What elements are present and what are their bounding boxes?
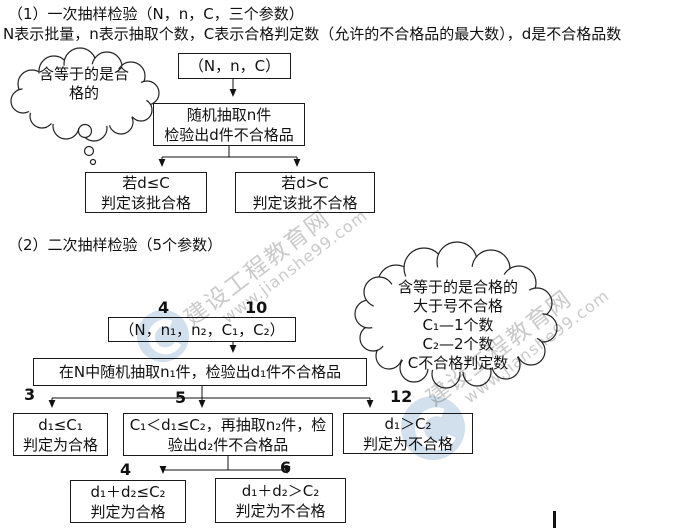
annotation-4a: 4 bbox=[158, 298, 170, 317]
thought-cloud-1 bbox=[10, 47, 160, 166]
flow2-step-text: 在N中随机抽取n₁件，检验出d₁件不合格品 bbox=[58, 363, 342, 381]
flow2-pass1-line2: 判定为合格 bbox=[22, 435, 98, 454]
flow1-fail-box: 若d>C 判定该批不合格 bbox=[235, 172, 375, 213]
cloud2-line5: C不合格判定数 bbox=[407, 354, 509, 372]
annotation-10: 10 bbox=[245, 298, 268, 317]
annotation-6: 6 bbox=[280, 458, 292, 477]
cloud1-line2: 格的 bbox=[68, 84, 99, 102]
flow2-mid-line1: C₁＜d₁≤C₂，再抽取n₂件，检 bbox=[129, 415, 327, 434]
section1-subtitle: N表示批量，n表示抽取个数，C表示合格判定数（允许的不合格品的最大数），d是不合… bbox=[3, 25, 622, 43]
flow2-fail2-line1: d₁＋d₂＞C₂ bbox=[241, 481, 320, 500]
cloud2-line2: 大于号不合格 bbox=[412, 297, 503, 315]
flow1-param-box: （N，n，C） bbox=[178, 53, 291, 79]
flow2-pass1-box: d₁≤C₁ 判定为合格 bbox=[13, 413, 108, 456]
flow2-pass2-box: d₁＋d₂≤C₂ 判定为合格 bbox=[70, 480, 186, 523]
flow2-mid-line2: 验出d₂件不合格品 bbox=[167, 435, 289, 454]
flow2-fail1-line2: 判定为不合格 bbox=[362, 434, 453, 453]
cloud2-line3: C₁—1个数 bbox=[422, 316, 494, 334]
flow1-pass-line2: 判定该批合格 bbox=[100, 193, 191, 212]
annotation-12: 12 bbox=[390, 387, 413, 406]
flow2-param-text: （N，n₁，n₂，C₁，C₂） bbox=[119, 320, 285, 339]
cloud2-text: 含等于的是合格的 大于号不合格 C₁—1个数 C₂—2个数 C不合格判定数 bbox=[378, 278, 538, 373]
flow1-connectors bbox=[158, 79, 301, 167]
flow2-pass1-line1: d₁≤C₁ bbox=[38, 415, 83, 434]
cloud2-line1: 含等于的是合格的 bbox=[397, 278, 518, 296]
flow2-param-box: （N，n₁，n₂，C₁，C₂） bbox=[108, 317, 296, 342]
flow2-pass2-line1: d₁＋d₂≤C₂ bbox=[90, 482, 166, 501]
cloud1-text: 含等于的是合 格的 bbox=[24, 65, 144, 103]
flow2-step-box: 在N中随机抽取n₁件，检验出d₁件不合格品 bbox=[33, 358, 367, 386]
section2-title: （2）二次抽样检验（5个参数） bbox=[8, 236, 223, 254]
flow1-step-box: 随机抽取n件 检验出d件不合格品 bbox=[153, 103, 305, 146]
flow2-fail1-line1: d₁＞C₂ bbox=[384, 414, 432, 433]
flow2-fail2-box: d₁＋d₂＞C₂ 判定为不合格 bbox=[215, 478, 346, 523]
flow1-pass-line1: 若d≤C bbox=[122, 173, 170, 192]
annotation-4b: 4 bbox=[120, 460, 132, 479]
flow1-step-line2: 检验出d件不合格品 bbox=[164, 125, 294, 144]
thought-bubble-large bbox=[77, 123, 93, 139]
flow1-param-text: （N，n，C） bbox=[188, 57, 281, 75]
flow1-fail-line2: 判定该批不合格 bbox=[252, 193, 358, 212]
text-cursor bbox=[553, 511, 556, 528]
flow2-fail2-line2: 判定为不合格 bbox=[235, 501, 326, 520]
thought-bubble-medium bbox=[83, 145, 95, 157]
annotation-3: 3 bbox=[24, 385, 36, 404]
flow1-fail-line1: 若d>C bbox=[281, 173, 329, 192]
cloud1-line1: 含等于的是合 bbox=[38, 65, 129, 83]
flow1-step-line1: 随机抽取n件 bbox=[186, 105, 272, 124]
cloud2-line4: C₂—2个数 bbox=[422, 335, 494, 353]
section1-title: （1）一次抽样检验（N，n，C，三个参数） bbox=[8, 5, 304, 23]
flow1-pass-box: 若d≤C 判定该批合格 bbox=[85, 172, 207, 213]
flow2-connectors bbox=[48, 342, 374, 474]
thought-cloud-2 bbox=[354, 241, 558, 389]
flow2-fail1-box: d₁＞C₂ 判定为不合格 bbox=[343, 413, 473, 454]
flow2-mid-box: C₁＜d₁≤C₂，再抽取n₂件，检 验出d₂件不合格品 bbox=[123, 413, 333, 456]
annotation-5: 5 bbox=[175, 388, 187, 407]
flow2-pass2-line2: 判定为合格 bbox=[90, 502, 166, 521]
thought-bubble-small bbox=[89, 158, 97, 166]
